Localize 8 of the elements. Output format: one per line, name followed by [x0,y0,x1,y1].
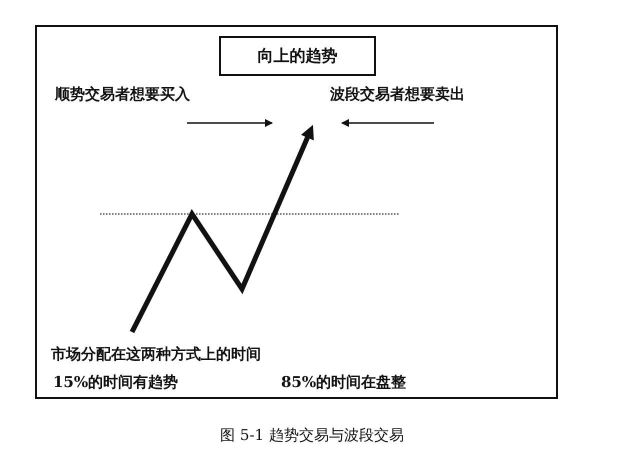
text-label: 顺势交易者想要买入 [55,85,190,104]
text-label: 15%的时间有趋势 [53,373,178,392]
figure-caption: 图 5-1 趋势交易与波段交易 [219,426,405,445]
text-label: 波段交易者想要卖出 [330,85,465,104]
diagram-frame [35,25,558,399]
text-label: 85%的时间在盘整 [281,373,406,392]
text-label: 市场分配在这两种方式上的时间 [51,345,261,364]
title-box: 向上的趋势 [219,36,376,76]
